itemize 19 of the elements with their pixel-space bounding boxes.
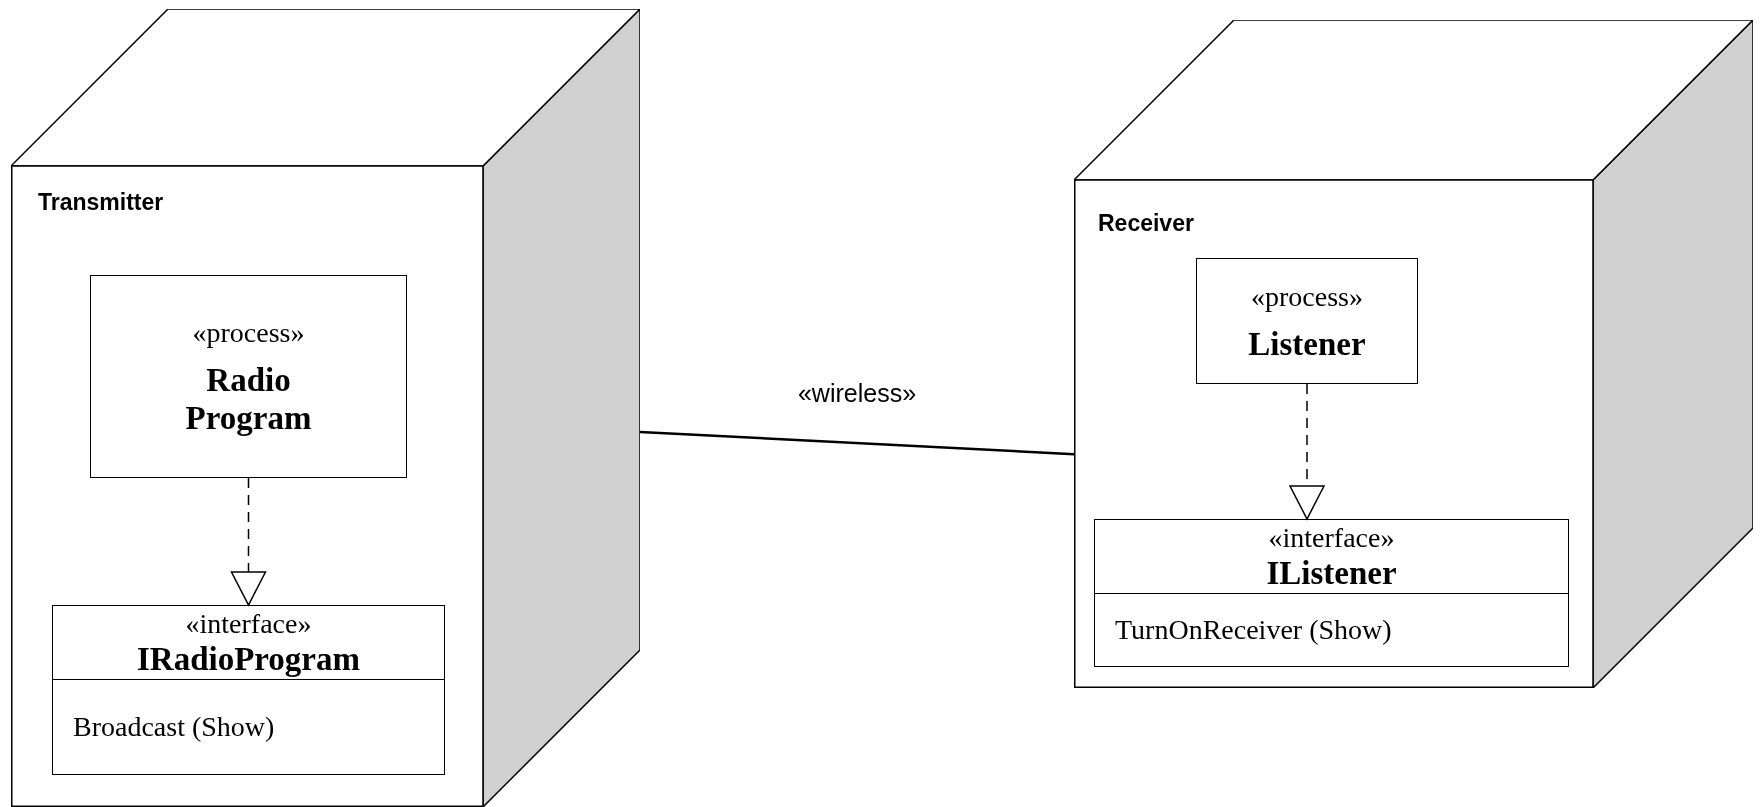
interface-box <box>1094 519 1569 667</box>
operation-text: TurnOnReceiver (Show) <box>1115 613 1392 648</box>
class-name: Radio Program <box>184 362 313 438</box>
node-title: Receiver <box>1098 212 1194 235</box>
process-box <box>1196 258 1418 384</box>
stereotype-label: «process» <box>1251 279 1363 314</box>
interface-box <box>52 605 445 775</box>
realization-arrow <box>230 477 267 606</box>
class-name: IRadioProgram <box>135 641 361 679</box>
class-name: Listener <box>1247 325 1367 364</box>
node-title: Transmitter <box>38 191 164 214</box>
stereotype-label: «process» <box>192 316 305 351</box>
class-name: IListener <box>1265 555 1398 593</box>
connector-line <box>639 430 1075 456</box>
realization-arrow <box>1289 383 1325 520</box>
process-box <box>90 275 407 478</box>
stereotype-label: «interface» <box>185 607 312 641</box>
operation-text: Broadcast (Show) <box>73 710 275 745</box>
stereotype-label: «interface» <box>1268 521 1395 555</box>
